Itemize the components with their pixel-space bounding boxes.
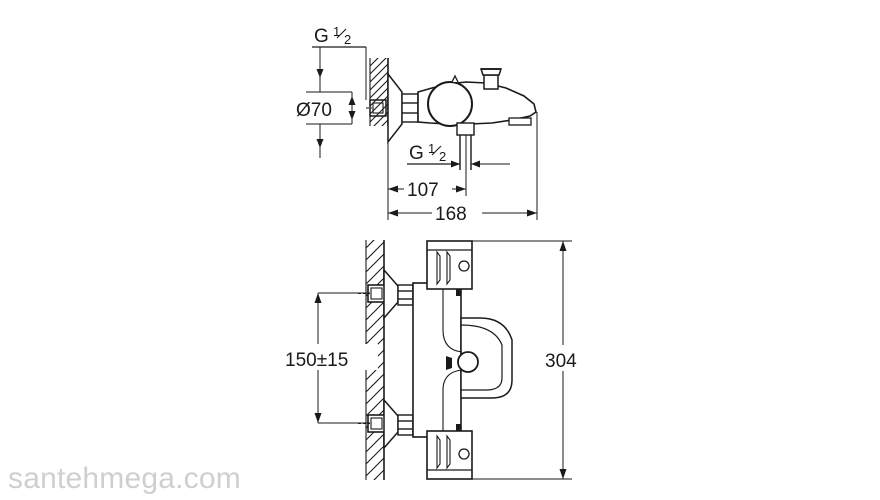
union-connector-upper xyxy=(397,284,414,306)
thermostat-handle-upper xyxy=(426,240,473,290)
dimension-150 xyxy=(314,292,370,424)
bottom-view-group: 150±15 304 xyxy=(282,240,593,480)
spout-arm-front xyxy=(460,317,513,399)
dimension-diameter-top xyxy=(306,92,356,125)
escutcheon-top xyxy=(387,71,403,145)
top-view-group: G 1 2 Ø70 G 1 2 xyxy=(296,24,538,225)
spout-tip-top xyxy=(508,117,532,126)
volume-handle-lower xyxy=(426,430,473,480)
label-thread-top-denominator: 2 xyxy=(344,32,351,47)
union-connector-top xyxy=(401,93,419,123)
label-thread-top-prefix: G xyxy=(314,26,329,47)
label-thread-bottom-denominator: 2 xyxy=(439,149,446,164)
label-dimension-150: 150±15 xyxy=(285,350,348,371)
dimension-thread-bottom xyxy=(407,160,460,168)
watermark-label: santehmega.com xyxy=(8,462,241,495)
dimension-hose-width-arrows xyxy=(471,160,510,168)
dimension-diameter-lower-leader xyxy=(316,124,324,158)
indicator-circle-front xyxy=(457,351,479,373)
dial-index-post-top xyxy=(451,74,459,83)
escutcheon-lower xyxy=(383,398,399,450)
temperature-indicator-front xyxy=(446,356,452,370)
label-thread-top-numerator: 1 xyxy=(333,24,340,39)
mixer-body-front xyxy=(412,282,462,438)
label-thread-bottom-prefix: G xyxy=(409,143,424,164)
wall-inlet-nipple-top xyxy=(366,99,387,117)
label-dimension-107: 107 xyxy=(407,180,439,201)
label-dimension-304: 304 xyxy=(545,351,577,372)
label-dimension-168: 168 xyxy=(435,204,467,225)
body-edge-notches xyxy=(456,289,461,431)
diverter-knob-top xyxy=(479,68,503,90)
escutcheon-upper xyxy=(383,268,399,320)
union-connector-lower xyxy=(397,414,414,436)
label-diameter-top: Ø70 xyxy=(296,100,332,121)
label-thread-bottom-numerator: 1 xyxy=(428,141,435,156)
body-contour-lines xyxy=(442,283,463,437)
thermostat-dial-top xyxy=(427,81,473,127)
dimension-304 xyxy=(472,240,572,480)
dimension-thread-top xyxy=(306,46,367,100)
